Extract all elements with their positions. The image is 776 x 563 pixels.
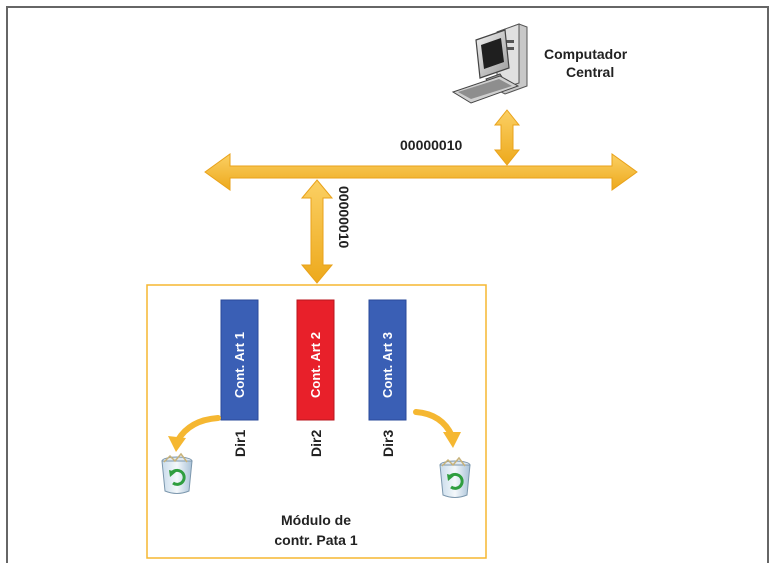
computer-bus-link-arrow: [493, 109, 521, 166]
computer-label-line2: Central: [566, 64, 614, 80]
computer-label-line1: Computador: [544, 46, 628, 62]
dir3-label: Dir3: [380, 430, 396, 457]
dir1-label: Dir1: [232, 430, 248, 457]
dir2-label: Dir2: [308, 430, 324, 457]
module-bus-link-arrow: [300, 179, 334, 284]
right-curved-arrow: [413, 409, 461, 448]
controller-2-label: Cont. Art 2: [308, 332, 323, 398]
controller-3-block: [368, 299, 407, 421]
controller-3-label: Cont. Art 3: [380, 332, 395, 398]
controller-2-block: [296, 299, 335, 421]
controller-2: Cont. Art 2: [296, 299, 335, 421]
controller-1-label: Cont. Art 1: [232, 332, 247, 398]
controller-3: Cont. Art 3: [368, 299, 407, 421]
module-label-line1: Módulo de: [281, 512, 351, 528]
bus-address-label: 00000010: [400, 137, 463, 153]
left-curved-arrow: [168, 415, 221, 452]
controller-1-block: [220, 299, 259, 421]
controller-1: Cont. Art 1: [220, 299, 259, 421]
recycle-bin-icon: [439, 456, 471, 498]
desktop-computer-icon: [451, 23, 528, 104]
module-link-address-label: 00000010: [336, 186, 352, 249]
main-bus-arrow: [204, 153, 638, 191]
module-label-line2: contr. Pata 1: [274, 532, 357, 548]
recycle-bin-icon: [161, 452, 193, 494]
